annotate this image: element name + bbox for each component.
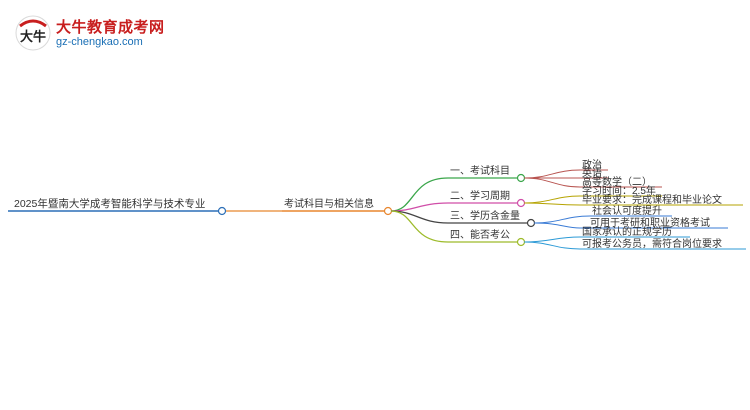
leaf-2-1: 学习时间：2.5年 [582, 184, 656, 197]
leaf-2-2: 毕业要求：完成课程和毕业论文 [582, 193, 722, 206]
leaf-1-2: 英语 [582, 166, 602, 179]
leaf-curve-3-2 [533, 222, 581, 229]
brand-url: gz-chengkao.com [56, 36, 143, 48]
leaf-1-1: 政治 [582, 158, 602, 171]
branch-label-4: 四、能否考公 [450, 228, 510, 241]
leaf-curve-4-1 [523, 236, 581, 243]
branch-curve-1 [390, 177, 449, 212]
logo-glyph: 大牛 [20, 29, 46, 45]
leaf-curve-2-1 [523, 195, 581, 204]
center-node: 考试科目与相关信息 [284, 197, 374, 210]
brand-name: 大牛教育成考网 [56, 19, 165, 36]
branch-curve-4 [390, 210, 449, 243]
leaf-1-3: 高等数学（二） [582, 175, 652, 188]
branch-connector-2 [516, 198, 526, 208]
branch-label-3: 三、学历含金量 [450, 209, 520, 222]
root-connector [217, 206, 227, 216]
leaf-curve-2-2 [523, 202, 581, 206]
center-connector [383, 206, 393, 216]
branch-connector-1 [516, 173, 526, 183]
leaf-3-2: 可用于考研和职业资格考试 [590, 216, 710, 229]
leaf-curve-4-2 [523, 241, 581, 250]
leaf-curve-3-1 [533, 215, 591, 224]
leaf-4-1: 国家承认的正规学历 [582, 225, 672, 238]
branch-label-2: 二、学习周期 [450, 189, 510, 202]
branch-connector-4 [516, 237, 526, 247]
branch-label-1: 一、考试科目 [450, 164, 510, 177]
root-node: 2025年暨南大学成考智能科学与技术专业 [14, 197, 205, 210]
leaf-3-1: 社会认可度提升 [592, 204, 662, 217]
branch-connector-3 [526, 218, 536, 228]
logo-icon: 大牛 [15, 15, 51, 51]
leaf-curve-1-3 [523, 177, 581, 188]
site-logo: 大牛 大牛教育成考网 gz-chengkao.com [14, 14, 164, 54]
leaf-4-2: 可报考公务员，需符合岗位要求 [582, 237, 722, 250]
leaf-curve-1-1 [523, 169, 581, 179]
